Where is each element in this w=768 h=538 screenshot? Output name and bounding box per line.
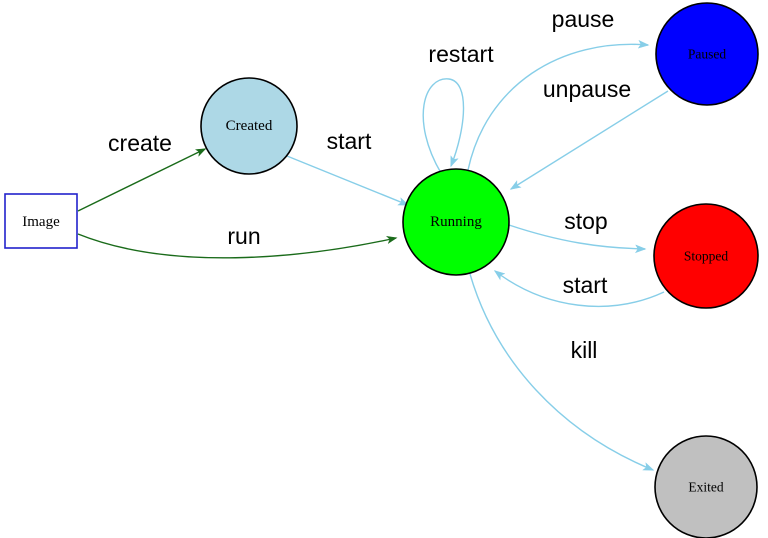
node-paused[interactable]: Paused [655,2,759,106]
edge-kill: kill [469,273,653,471]
edge-pause-path [467,44,648,171]
node-stopped[interactable]: Stopped [653,203,759,309]
node-created-shape[interactable] [200,77,298,175]
edge-label-create: create [108,130,172,156]
edge-unpause-path [511,90,669,189]
edge-kill-path [469,273,653,471]
node-created[interactable]: Created [200,77,298,175]
node-image-shape[interactable] [4,193,78,249]
edge-restart-path [422,78,465,174]
edge-label-pause: pause [552,6,615,32]
edge-restart: restart [422,41,494,174]
node-image[interactable]: Image [4,193,78,249]
node-running[interactable]: Running [402,168,510,276]
node-paused-shape[interactable] [655,2,759,106]
node-paused-label: Paused [688,47,726,62]
node-exited[interactable]: Exited [654,435,758,538]
node-stopped-shape[interactable] [653,203,759,309]
edge-start-stopped: start [495,271,665,307]
edge-pause: pause [467,6,648,171]
node-exited-label: Exited [688,480,723,495]
edge-stop-path [508,224,645,249]
edge-label-restart: restart [428,41,494,67]
node-stopped-label: Stopped [684,249,729,264]
edge-unpause: unpause [511,76,669,189]
edge-stop: stop [508,208,645,249]
edge-label-run: run [227,223,260,249]
edge-create-path [77,149,205,212]
edge-label-kill: kill [571,337,598,363]
edge-run: run [77,223,396,259]
edge-label-stop: stop [564,208,607,234]
edge-label-start-created: start [327,128,372,154]
edge-label-start-stopped: start [563,272,608,298]
node-created-label: Created [226,118,273,134]
node-running-shape[interactable] [402,168,510,276]
edge-label-unpause: unpause [543,76,631,102]
edge-run-path [77,233,396,259]
node-exited-shape[interactable] [654,435,758,538]
edge-start-created-path [286,155,408,206]
edge-start-stopped-path [495,271,665,307]
edge-start-created: start [286,128,408,206]
node-running-label: Running [430,214,482,230]
edge-create: create [77,130,205,212]
node-image-label: Image [22,214,60,230]
